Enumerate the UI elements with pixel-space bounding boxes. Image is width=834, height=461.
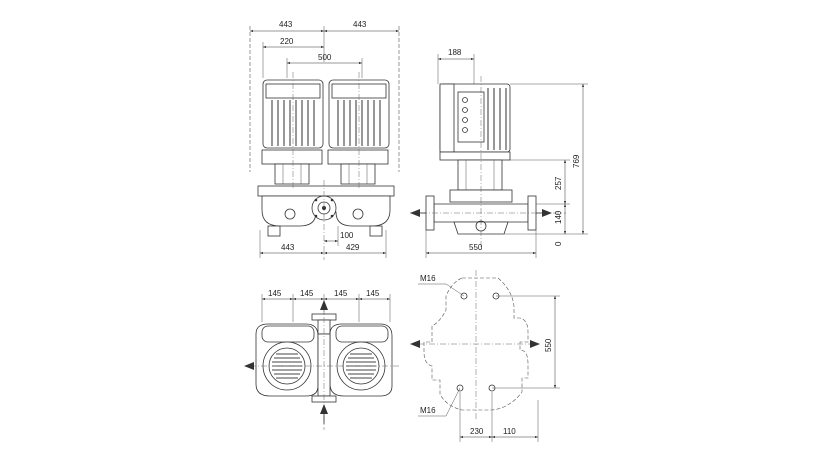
label-m16-bottom: M16 — [420, 406, 436, 415]
dim-plan-2: 145 — [300, 289, 314, 298]
dim-plan-1: 145 — [268, 289, 282, 298]
side-view: 188 769 — [410, 48, 588, 258]
dim-front-100: 100 — [340, 231, 354, 240]
label-m16-top: M16 — [420, 274, 436, 283]
dim-front-top-left: 443 — [279, 20, 293, 29]
dim-side-550: 550 — [469, 243, 483, 252]
dim-plan-4: 145 — [366, 289, 380, 298]
dim-front-bottom-left: 443 — [281, 243, 295, 252]
dim-foundation-110: 110 — [503, 427, 516, 436]
dim-plan-3: 145 — [334, 289, 348, 298]
dim-foundation-230: 230 — [470, 427, 484, 436]
dim-front-500: 500 — [318, 53, 332, 62]
foundation-view: M16 M16 550 230 110 — [410, 270, 560, 442]
dim-side-0: 0 — [554, 241, 563, 246]
front-view: 443 443 220 500 — [249, 20, 400, 260]
dim-side-769: 769 — [572, 154, 581, 168]
dim-front-220: 220 — [280, 37, 294, 46]
dim-foundation-550: 550 — [544, 338, 553, 352]
dim-front-bottom-right: 429 — [346, 243, 360, 252]
dim-side-140: 140 — [554, 210, 563, 224]
dim-side-257: 257 — [554, 176, 563, 190]
dim-side-188: 188 — [448, 48, 462, 57]
plan-view: 145 145 145 145 — [244, 289, 400, 430]
dim-front-top-right: 443 — [353, 20, 367, 29]
